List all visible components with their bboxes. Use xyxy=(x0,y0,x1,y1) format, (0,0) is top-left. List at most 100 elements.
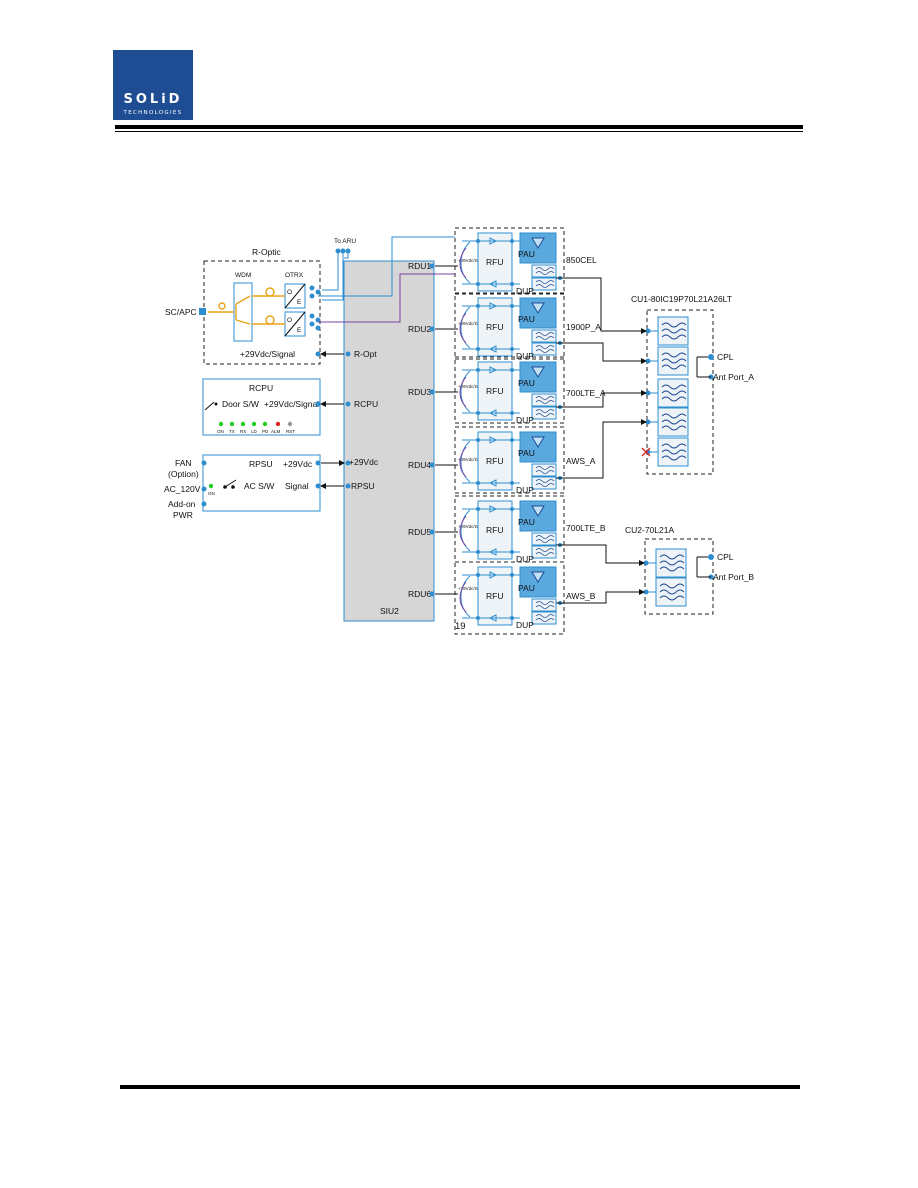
rdu-power-label: +29Vdc/Signal xyxy=(458,586,487,591)
rfu-label: RFU xyxy=(486,456,503,466)
fiber-wdm-inner xyxy=(235,295,251,325)
rpsu-title: RPSU xyxy=(249,459,273,469)
ctrl-loop xyxy=(459,376,467,408)
dup-filter xyxy=(531,598,557,612)
filter-wave-icon xyxy=(661,364,687,370)
otrx-divider xyxy=(284,311,306,337)
r-opt-label: R-Opt xyxy=(354,349,377,359)
to-aru-link xyxy=(344,251,349,259)
rfu-port xyxy=(510,239,514,243)
dup-label: DUP xyxy=(516,351,534,361)
ac-port xyxy=(201,486,207,492)
otrx-port xyxy=(309,321,315,327)
cu2-ant-label: Ant Port_B xyxy=(713,572,754,582)
led-rst xyxy=(287,421,293,427)
siu2-block xyxy=(343,260,435,622)
band-label: 700LTE_A xyxy=(566,388,606,398)
rcpu-title: RCPU xyxy=(249,383,273,393)
filter-wave-icon xyxy=(535,535,555,543)
rfu-port xyxy=(510,304,514,308)
rfu-label: RFU xyxy=(486,322,503,332)
combiner-input-port xyxy=(643,560,649,566)
otrx-divider xyxy=(284,283,306,309)
otrx-port xyxy=(315,325,321,331)
combiner-input-port xyxy=(645,358,651,364)
filter-wave-icon xyxy=(661,352,687,358)
led-label: LD xyxy=(251,429,258,434)
fiber-coil xyxy=(265,315,275,325)
cu1-cpl-link xyxy=(696,356,711,378)
siu-v29-port xyxy=(345,460,351,466)
rdu-power-label: +29Vdc/Signal xyxy=(458,384,487,389)
filter-wave-icon xyxy=(661,413,687,419)
rdu-column: RDU1+29Vdc/SignalRFUPAUDUP850CELRDU2+29V… xyxy=(408,227,606,635)
dup-filter xyxy=(531,463,557,477)
band-label: 700LTE_B xyxy=(566,523,606,533)
filter-wave-icon xyxy=(661,455,687,461)
rdu-enclosure xyxy=(454,227,565,295)
ctrl-loop xyxy=(459,515,467,547)
rcpu-power-port xyxy=(315,401,321,407)
rfu-port xyxy=(476,239,480,243)
dup-label: DUP xyxy=(516,286,534,296)
addon-port xyxy=(201,501,207,507)
rdu-enclosure xyxy=(454,292,565,360)
rdu-power-label: +29Vdc/Signal xyxy=(458,457,487,462)
filter-wave-icon xyxy=(535,479,555,487)
rfu-port xyxy=(476,573,480,577)
rdu-power-label: +29Vdc/Signal xyxy=(458,258,487,263)
combiner-input-port xyxy=(643,589,649,595)
r-opt-port xyxy=(345,351,351,357)
logo-subtext: TECHNOLOGIES xyxy=(123,110,183,116)
cu1-ant-label: Ant Port_A xyxy=(713,372,754,382)
dup-label: DUP xyxy=(516,554,534,564)
filter-wave-icon xyxy=(659,595,685,601)
rpsu-on-label: ON xyxy=(208,491,215,496)
siu-rpsu-port xyxy=(345,483,351,489)
otrx-port xyxy=(309,293,315,299)
siu-v29-label: +29Vdc xyxy=(349,457,379,467)
filter-wave-icon xyxy=(661,384,687,390)
band-label: 1900P_A xyxy=(566,322,601,332)
led-label: ALM xyxy=(271,429,281,434)
led-tx xyxy=(229,421,235,427)
rdu-power-label: +29Vdc/Signal xyxy=(458,321,487,326)
wdm-label: WDM xyxy=(235,272,251,279)
rf-loop xyxy=(460,306,471,349)
r-optic-power-label: +29Vdc/Signal xyxy=(240,349,295,359)
led-ld xyxy=(251,421,257,427)
rpsu-led-on xyxy=(208,483,214,489)
combiner-input-port xyxy=(645,328,651,334)
filter-wave-icon xyxy=(659,589,685,595)
to-aru-link xyxy=(322,251,339,291)
led-label: PD xyxy=(262,429,269,434)
rf-loop xyxy=(460,575,471,618)
siu-rdu-port xyxy=(429,389,435,395)
pa-icon xyxy=(531,366,545,378)
rfu-port xyxy=(476,282,480,286)
led-label: RST xyxy=(286,429,295,434)
siu-rdu-port xyxy=(429,326,435,332)
filter-wave-icon xyxy=(661,322,687,328)
rcpu-power-label: +29Vdc/Signal xyxy=(264,399,319,409)
rdu-enclosure xyxy=(454,356,565,424)
rfu-port xyxy=(510,573,514,577)
filter-wave-icon xyxy=(535,601,555,609)
combiner-filter xyxy=(657,316,689,346)
cu1-title: CU1-80IC19P70L21A26LT xyxy=(631,294,732,304)
rdu-label: RDU3 xyxy=(408,387,431,397)
rcpu-port-label: RCPU xyxy=(354,399,378,409)
rfu-port xyxy=(510,481,514,485)
rfu-port xyxy=(476,616,480,620)
header-rule-thin xyxy=(115,131,803,132)
pau-label: PAU xyxy=(518,378,535,388)
otrx-o2: O xyxy=(287,317,292,324)
pa-icon xyxy=(531,505,545,517)
rfu-port xyxy=(476,481,480,485)
filter-wave-icon xyxy=(661,334,687,340)
otrx-o1: O xyxy=(287,289,292,296)
